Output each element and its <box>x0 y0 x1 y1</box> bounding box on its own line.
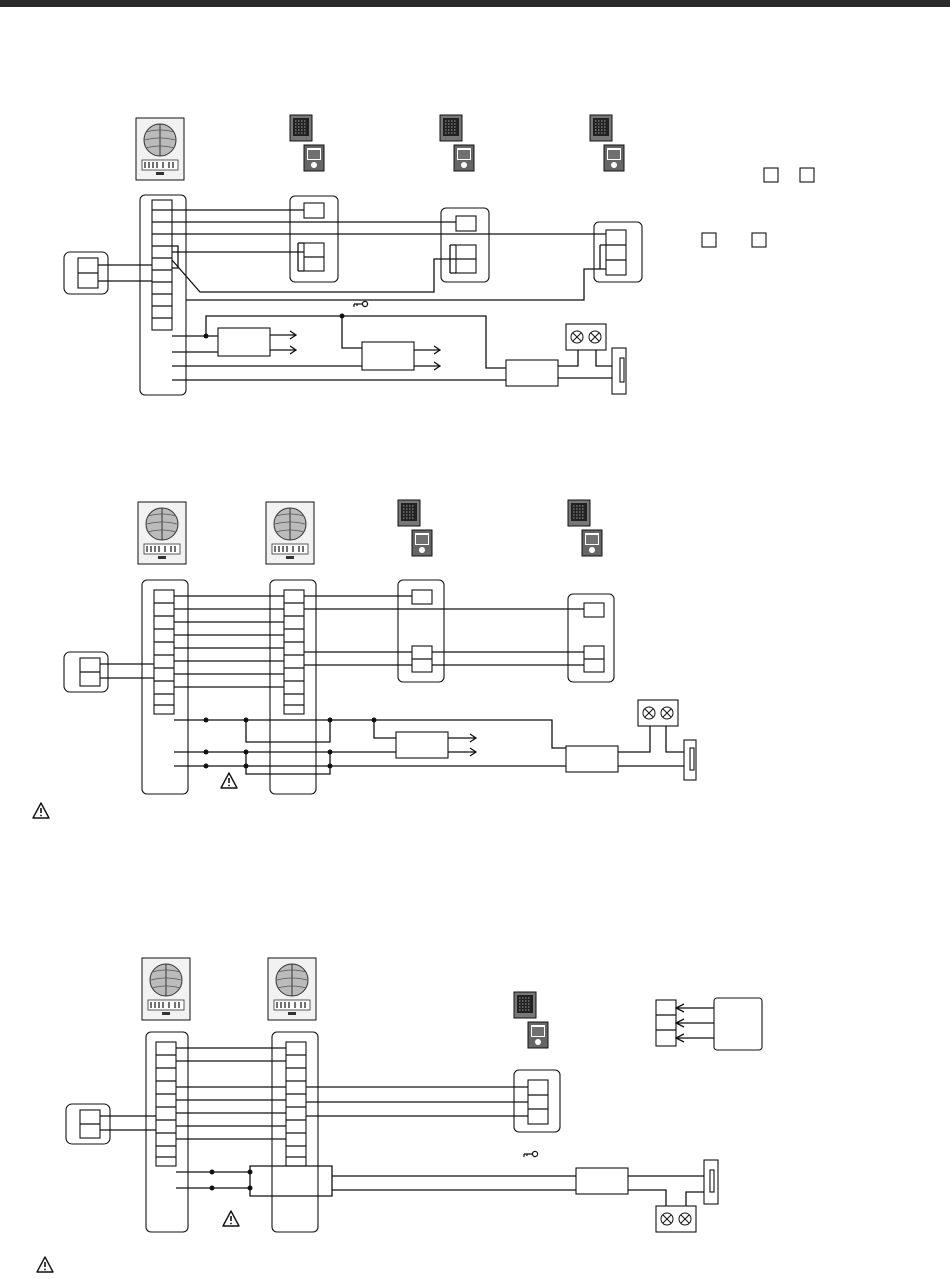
relay-box <box>361 341 415 371</box>
wiring-diagram-2 <box>32 499 697 819</box>
legend-box <box>751 232 767 248</box>
door-station-icon <box>567 499 603 557</box>
legend-box <box>701 232 717 248</box>
master-station-icon <box>137 501 187 565</box>
power-supply-icon <box>565 745 619 773</box>
relay-box <box>217 327 271 357</box>
legend-box <box>763 167 779 183</box>
key-icon <box>523 1150 539 1158</box>
wiring-diagram-1 <box>63 114 815 396</box>
door-station-icon <box>513 991 549 1049</box>
header-bar <box>0 0 950 7</box>
wiring-diagram-3 <box>36 957 763 1273</box>
master-station-icon <box>141 957 191 1021</box>
power-supply-icon <box>505 359 559 387</box>
door-station-icon <box>397 499 433 557</box>
terminal-strip <box>655 999 677 1047</box>
warning-triangle-icon <box>36 1256 54 1273</box>
key-icon <box>353 300 369 308</box>
relay-box <box>395 731 449 759</box>
door-station-icon <box>289 114 325 172</box>
terminal-strip <box>151 199 173 331</box>
warning-triangle-icon <box>32 802 50 819</box>
external-device-box <box>713 997 763 1051</box>
legend-box <box>799 167 815 183</box>
lamp-icon <box>637 699 679 727</box>
door-station-icon <box>589 114 625 172</box>
master-station-icon <box>267 957 317 1021</box>
door-station-icon <box>439 114 475 172</box>
warning-triangle-icon <box>222 1210 240 1227</box>
lamp-icon <box>655 1205 697 1233</box>
power-supply-icon <box>575 1167 629 1195</box>
master-station-icon <box>265 501 315 565</box>
warning-triangle-icon <box>220 772 238 789</box>
lamp-icon <box>565 323 607 351</box>
master-station-icon <box>135 117 185 181</box>
door-terminal-block <box>289 195 339 283</box>
